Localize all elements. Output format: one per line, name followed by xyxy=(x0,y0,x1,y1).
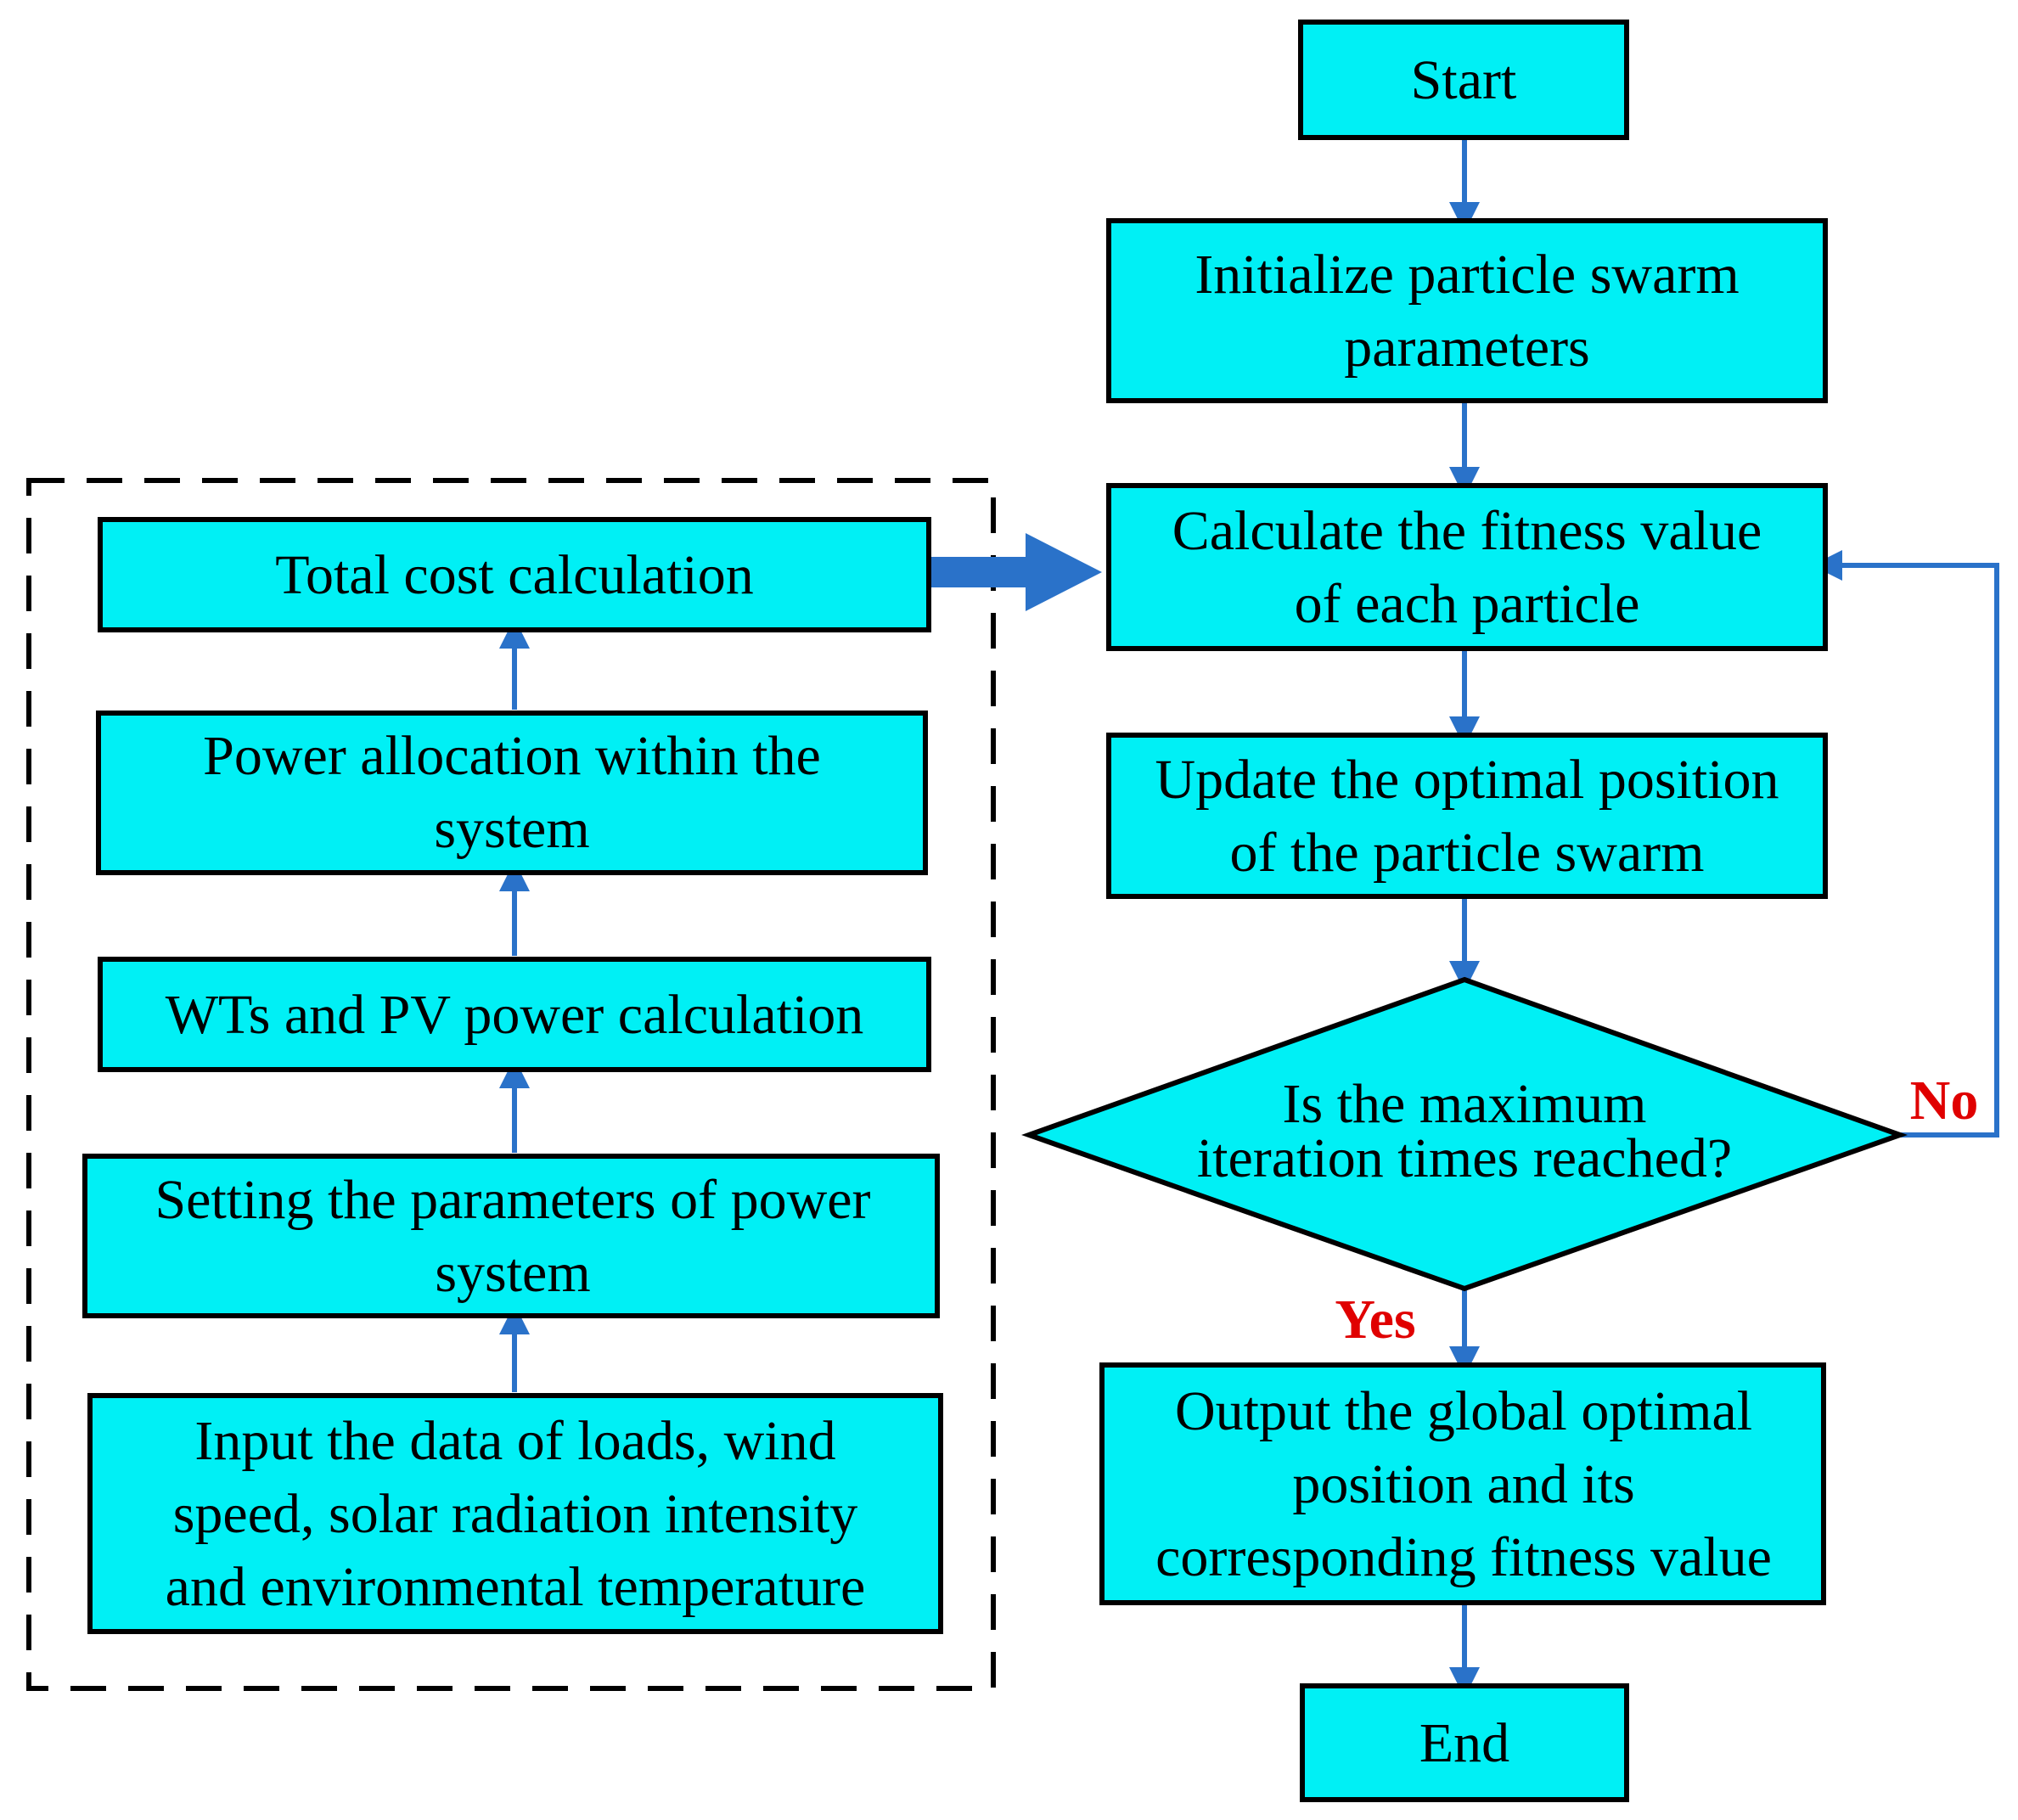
node-text-line: End xyxy=(1419,1712,1509,1774)
node-text-line: Power allocation within the xyxy=(203,725,821,787)
label-no: No xyxy=(1910,1070,1979,1132)
node-text-line: of the particle swarm xyxy=(1230,822,1705,884)
node-calculate-fitness: Calculate the fitness value of each parti… xyxy=(1106,483,1828,651)
label-yes: Yes xyxy=(1335,1289,1415,1351)
connector-no-loop xyxy=(1812,550,1999,1138)
node-text-line: Start xyxy=(1411,49,1517,111)
svg-text:End: End xyxy=(1419,1712,1509,1774)
node-text-line: Initialize particle swarm xyxy=(1194,244,1739,306)
node-text-line: system xyxy=(434,798,589,860)
node-end: End xyxy=(1300,1683,1629,1802)
node-text-line: and environmental temperature xyxy=(166,1556,866,1618)
node-setting-parameters: Setting the parameters of power system xyxy=(82,1154,940,1318)
svg-text:Setting the parameters of powe: Setting the parameters of power system xyxy=(155,1169,870,1304)
big-arrow-totalcost-to-fitness xyxy=(929,533,1102,611)
node-text-line: Input the data of loads, wind xyxy=(194,1410,835,1472)
svg-text:Start: Start xyxy=(1411,49,1517,111)
node-text-line: position and its xyxy=(1292,1453,1634,1515)
node-text-line: Update the optimal position xyxy=(1155,749,1779,811)
node-wt-pv-power: WTs and PV power calculation xyxy=(98,957,931,1072)
node-output-global-optimal: Output the global optimal position and it… xyxy=(1099,1362,1826,1605)
node-text-line: Calculate the fitness value xyxy=(1172,500,1762,562)
node-text-line: Is the maximum xyxy=(1283,1073,1647,1135)
dashed-frame xyxy=(26,478,996,1691)
node-text-line: of each particle xyxy=(1295,573,1640,635)
node-text-line: iteration times reached? xyxy=(1197,1127,1732,1189)
node-initialize-swarm: Initialize particle swarm parameters xyxy=(1106,218,1828,403)
node-text-line: WTs and PV power calculation xyxy=(166,984,864,1046)
node-text-line: corresponding fitness value xyxy=(1155,1526,1772,1588)
node-text-line: Output the global optimal xyxy=(1175,1380,1752,1442)
node-text-line: speed, solar radiation intensity xyxy=(173,1483,857,1545)
node-update-position: Update the optimal position of the partic… xyxy=(1106,733,1828,899)
node-text-line: system xyxy=(435,1242,590,1304)
svg-text:Total cost calculation: Total cost calculation xyxy=(275,544,754,606)
node-text-line: Setting the parameters of power xyxy=(155,1169,870,1231)
node-total-cost: Total cost calculation xyxy=(98,517,931,632)
node-input-data: Input the data of loads, wind speed, sola… xyxy=(87,1393,943,1634)
node-text-line: parameters xyxy=(1344,317,1590,379)
node-power-allocation: Power allocation within the system xyxy=(96,711,928,875)
svg-text:WTs and PV power calculation: WTs and PV power calculation xyxy=(166,984,864,1046)
node-start: Start xyxy=(1298,20,1629,140)
connectors xyxy=(499,138,1999,1698)
node-text-line: Total cost calculation xyxy=(275,544,754,606)
